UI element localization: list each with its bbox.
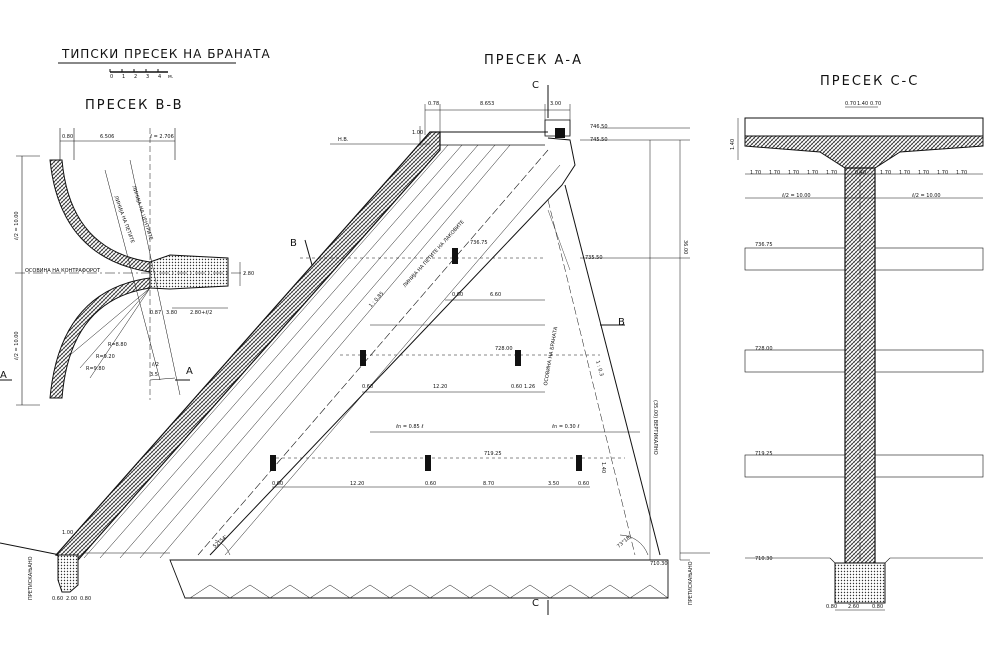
bb-dim-087: 0.87 xyxy=(150,310,162,316)
aa-dim-h-8: 0.60 xyxy=(272,481,284,487)
aa-dim-h-9: 12.20 xyxy=(350,481,365,487)
aa-dim-h-12: 3.50 xyxy=(548,481,560,487)
scale-tick-2: 2 xyxy=(134,74,138,80)
aa-elev-1: 745.50 xyxy=(590,137,608,143)
cc-side-dim: 1.40 xyxy=(730,138,736,150)
aa-dim-h-13: 0.60 xyxy=(578,481,590,487)
aa-elev-2: 736.75 xyxy=(470,240,488,246)
section-aa-drawing xyxy=(0,85,710,615)
aa-water-level: Н.В. xyxy=(338,137,349,143)
bb-dim-35: 3.5 xyxy=(150,372,158,378)
aa-dim-v-1: (35.00) ВЕРТИКАЛНО xyxy=(652,400,658,455)
cc-half-span-left: ℓ/2 = 10.00 xyxy=(782,193,811,199)
bb-half-span-top: ℓ/2 = 10.00 xyxy=(14,211,20,240)
cc-base-dim-1: 2.60 xyxy=(848,604,860,610)
aa-dim-h-5: 1.26 xyxy=(524,384,536,390)
bb-dim-1: 6.506 xyxy=(100,134,115,140)
bb-dim-2: ℓ = 2.706 xyxy=(150,134,174,140)
cc-row-5: 0.40 xyxy=(855,170,867,176)
aa-dim-h-2: 0.60 xyxy=(362,384,374,390)
aa-cut-c-top: C xyxy=(532,80,539,91)
cc-elev-3: 710.30 xyxy=(755,556,773,562)
bb-radius-0: R=8.80 xyxy=(108,342,127,348)
aa-cut-c-bottom: C xyxy=(532,598,539,609)
cc-row-9: 1.70 xyxy=(937,170,949,176)
aa-elev-5: 719.25 xyxy=(484,451,502,457)
bb-dim-280l2: 2.80+ℓ/2 xyxy=(190,310,213,316)
aa-dim-h-10: 0.60 xyxy=(425,481,437,487)
aa-cut-b-left: B xyxy=(290,238,297,249)
aa-base-label-left: ПРЕТИСКАЊАНО xyxy=(28,556,34,600)
aa-dim-top-2: 3.00 xyxy=(550,101,562,107)
scale-tick-0: 0 xyxy=(110,74,114,80)
section-bb-drawing xyxy=(0,128,245,406)
scale-bar xyxy=(109,69,168,73)
cc-row-3: 1.70 xyxy=(807,170,819,176)
aa-base-dim-0: 1.00 xyxy=(62,530,74,536)
cc-row-4: 1.70 xyxy=(826,170,838,176)
cc-elev-2: 719.25 xyxy=(755,451,773,457)
cc-dim-top-0: 0.70 xyxy=(845,101,857,107)
aa-dim-v-0: 36.00 xyxy=(682,240,688,255)
aa-base-dim-2: 2.00 xyxy=(66,596,78,602)
cc-dim-top-1: 1.40 xyxy=(857,101,869,107)
aa-elev-6: 710.30 xyxy=(650,561,668,567)
cc-row-7: 1.70 xyxy=(899,170,911,176)
aa-dim-h-6: ℓn = 0.85 ℓ xyxy=(396,424,424,430)
bb-radius-2: R=9.80 xyxy=(86,366,105,372)
cc-base-dim-2: 0.80 xyxy=(872,604,884,610)
scale-tick-1: 1 xyxy=(122,74,126,80)
cc-row-2: 1.70 xyxy=(788,170,800,176)
aa-dim-h-0: 0.60 xyxy=(452,292,464,298)
aa-elev-3: 735.50 xyxy=(585,255,603,261)
bb-dim-l2: ℓ/2 xyxy=(152,362,159,368)
title-section-aa: ПРЕСЕК А-А xyxy=(484,53,583,68)
bb-axis-label: ОСОВИНА НА КОНТРАФОРОТ xyxy=(25,268,101,274)
title-typical-section: ТИПСКИ ПРЕСЕК НА БРАНАТА xyxy=(62,47,271,61)
bb-cut-a-right: A xyxy=(186,366,193,377)
bb-cut-a-left: A xyxy=(0,370,7,381)
aa-dim-v-2: 1.40 xyxy=(600,462,606,474)
aa-dim-h-7: ℓn = 0.30 ℓ xyxy=(552,424,580,430)
bb-dim-0: 0.80 xyxy=(62,134,74,140)
aa-elev-0: 746.50 xyxy=(590,124,608,130)
cc-dim-top-2: 0.70 xyxy=(870,101,882,107)
aa-dim-h-3: 12.20 xyxy=(433,384,448,390)
cc-row-8: 1.70 xyxy=(918,170,930,176)
aa-dim-top-0: 0.78 xyxy=(428,101,440,107)
cc-row-6: 1.70 xyxy=(880,170,892,176)
title-section-cc: ПРЕСЕК С-С xyxy=(820,74,920,89)
scale-tick-3: 3 xyxy=(146,74,150,80)
scale-tick-4: 4 xyxy=(158,74,162,80)
cc-row-10: 1.70 xyxy=(956,170,968,176)
cc-half-span-right: ℓ/2 = 10.00 xyxy=(912,193,941,199)
scale-unit: м. xyxy=(168,74,174,80)
bb-radius-1: R=9.20 xyxy=(96,354,115,360)
cc-row-0: 1.70 xyxy=(750,170,762,176)
aa-dim-h-4: 0.60 xyxy=(511,384,523,390)
aa-base-dim-4: 1.00 xyxy=(412,130,424,136)
title-section-bb: ПРЕСЕК B-B xyxy=(85,98,184,113)
cc-row-1: 1.70 xyxy=(769,170,781,176)
aa-dim-h-11: 8.70 xyxy=(483,481,495,487)
aa-base-dim-1: 0.60 xyxy=(52,596,64,602)
bb-dim-380: 3.80 xyxy=(166,310,178,316)
section-cc-drawing xyxy=(737,106,984,611)
cc-base-dim-0: 0.80 xyxy=(826,604,838,610)
aa-dim-h-1: 6.60 xyxy=(490,292,502,298)
bb-dim-280: 2.80 xyxy=(243,271,255,277)
aa-cut-b-right: B xyxy=(618,317,625,328)
cc-elev-0: 736.75 xyxy=(755,242,773,248)
cc-elev-1: 728.00 xyxy=(755,346,773,352)
aa-base-dim-3: 0.80 xyxy=(80,596,92,602)
aa-base-label-right: ПРЕТИСКАЊАНО xyxy=(688,561,694,605)
aa-elev-4: 728.00 xyxy=(495,346,513,352)
bb-half-span-bottom: ℓ/2 = 10.00 xyxy=(14,331,20,360)
aa-dim-top-1: 8.653 xyxy=(480,101,495,107)
